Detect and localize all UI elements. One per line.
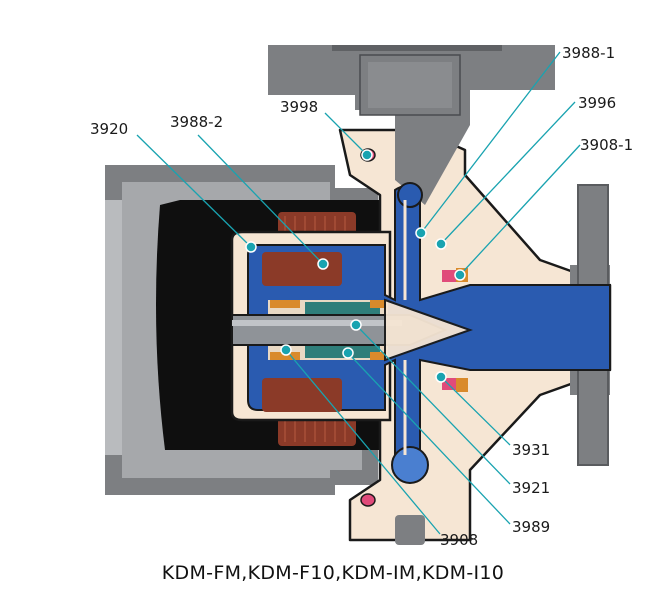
shaft-assembly [231, 298, 474, 362]
casing-foot [395, 515, 425, 545]
leader-lines [136, 51, 581, 535]
callout-labels: 3988-1 3996 3908-1 3998 3920 3988-2 3931… [90, 44, 633, 549]
callout-3996: 3996 [578, 94, 616, 112]
callout-3920: 3920 [90, 120, 128, 138]
callout-3921: 3921 [512, 479, 550, 497]
callout-3989: 3989 [512, 518, 550, 536]
callout-3988-1: 3988-1 [562, 44, 615, 62]
callout-dots [245, 149, 466, 383]
discharge-flange [268, 45, 555, 205]
callout-3908-1: 3908-1 [580, 136, 633, 154]
callout-3988-2: 3988-2 [170, 113, 223, 131]
callout-3998: 3998 [280, 98, 318, 116]
callout-3931: 3931 [512, 441, 550, 459]
model-caption: KDM-FM,KDM-F10,KDM-IM,KDM-I10 [161, 562, 505, 584]
callout-3908: 3908 [440, 531, 478, 549]
